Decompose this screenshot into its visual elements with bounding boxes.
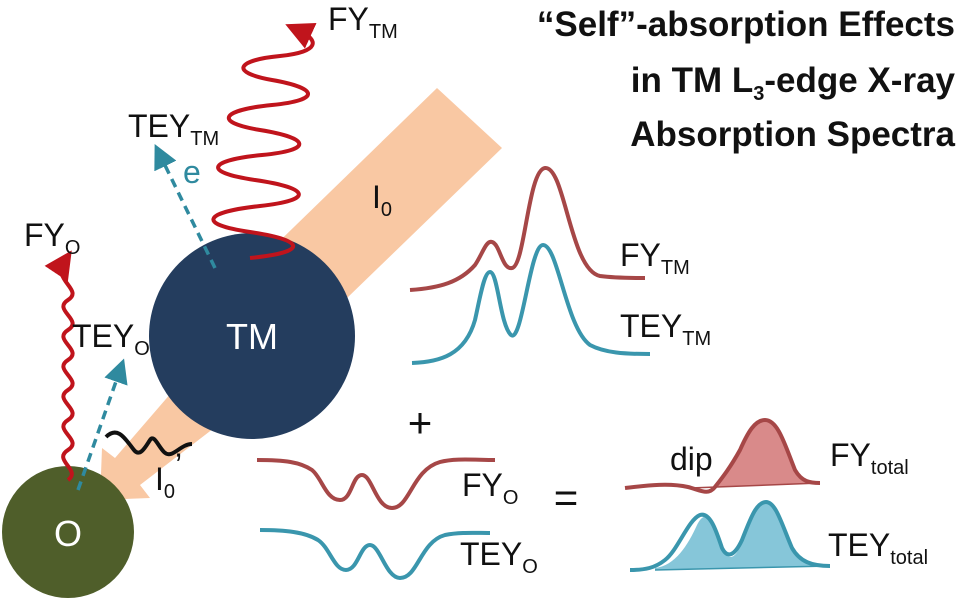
tey-o-spectrum [259, 528, 491, 581]
tm-atom-label: TM [226, 316, 278, 357]
beam-label-i0-prime: I0’ [155, 447, 182, 503]
fy-tm-spectrum-label: FYTM [620, 237, 690, 279]
tey-total-baseline [654, 565, 831, 571]
o-atom [2, 466, 134, 598]
dip-label: dip [670, 441, 713, 477]
fy-total-label: FYtotal [830, 437, 909, 479]
tey-total-spectrum [629, 499, 831, 572]
fy-total-baseline [689, 482, 821, 489]
plus-sign: + [408, 399, 433, 446]
title-block: “Self”-absorption Effects in TM L3-edge … [537, 5, 956, 154]
tey-total-fill [655, 502, 830, 570]
fy-o-fluorescence-arrow [44, 250, 75, 482]
beam-label-i0: I0 [372, 179, 392, 221]
tm-atom [149, 233, 355, 439]
tey-tm-label: TEYTM [128, 108, 219, 150]
fy-o-spectrum [256, 457, 496, 511]
tey-o-label: TEYO [72, 318, 150, 360]
absorption-squiggle [104, 430, 193, 457]
title-line-2: in TM L3-edge X-ray [631, 61, 956, 105]
fy-tm-fluorescence-arrow [211, 23, 317, 260]
tey-tm-electron-arrow [154, 143, 217, 269]
tey-tm-spectrum-label: TEYTM [620, 308, 711, 350]
equals-sign: = [554, 474, 579, 521]
title-line-1: “Self”-absorption Effects [537, 5, 955, 44]
title-line-3: Absorption Spectra [630, 115, 955, 154]
fy-tm-spectrum [409, 166, 646, 292]
electron-label: e [183, 154, 201, 190]
fy-total-fill [715, 420, 820, 487]
fy-tm-label: FYTM [328, 1, 398, 43]
tey-o-electron-arrow [76, 358, 128, 491]
fy-o-label: FYO [24, 217, 80, 259]
fy-o-spectrum-label: FYO [462, 467, 518, 509]
tey-o-spectrum-label: TEYO [460, 536, 538, 578]
o-atom-label: O [54, 513, 82, 554]
fy-total-spectrum [624, 417, 821, 494]
tey-total-label: TEYtotal [828, 527, 928, 569]
tey-tm-spectrum [411, 242, 651, 365]
